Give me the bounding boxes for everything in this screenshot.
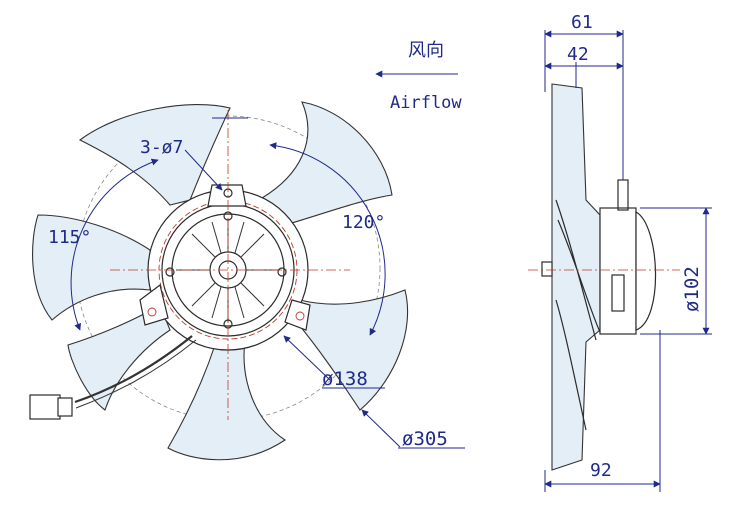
side-shaft <box>541 261 553 277</box>
side-motor-body <box>599 207 637 335</box>
motor-cable-2 <box>75 339 197 409</box>
dim102-label: ø102 <box>681 266 703 312</box>
holes-leader <box>184 149 223 191</box>
dim92-label: 92 <box>590 460 612 481</box>
airflow-indicator: 风向 Airflow <box>375 40 462 113</box>
dia-fan-label: ø305 <box>402 428 448 450</box>
angle-left-label: 115° <box>48 227 91 248</box>
holes-label: 3-ø7 <box>140 137 183 158</box>
airflow-label-cn: 风向 <box>408 40 444 61</box>
dim42-label: 42 <box>567 44 589 65</box>
blade-right <box>294 289 409 411</box>
angle-right-label: 120° <box>342 212 385 233</box>
side-mount-bracket <box>617 179 629 211</box>
blade-top-right <box>261 101 393 226</box>
airflow-label-en: Airflow <box>390 93 462 113</box>
front-view: 3-ø7 115° 120° ø138 ø305 <box>29 101 465 461</box>
dia138-leader <box>283 335 331 381</box>
side-terminal-box <box>611 274 625 312</box>
dia-mount-label: ø138 <box>322 368 368 390</box>
connector <box>29 394 61 420</box>
angle-arc-left <box>70 158 159 331</box>
side-view: 61 42 ø102 92 <box>528 12 712 492</box>
angle-arc-right <box>269 142 386 336</box>
dia305-leader <box>361 409 401 448</box>
side-motor-cap <box>635 210 657 331</box>
connector-tab <box>57 397 73 417</box>
side-blade-profile <box>551 83 601 471</box>
dim61-label: 61 <box>571 12 593 33</box>
blade-bottom <box>167 339 286 461</box>
motor-cable <box>74 335 193 404</box>
mount-lug-top <box>207 184 247 207</box>
